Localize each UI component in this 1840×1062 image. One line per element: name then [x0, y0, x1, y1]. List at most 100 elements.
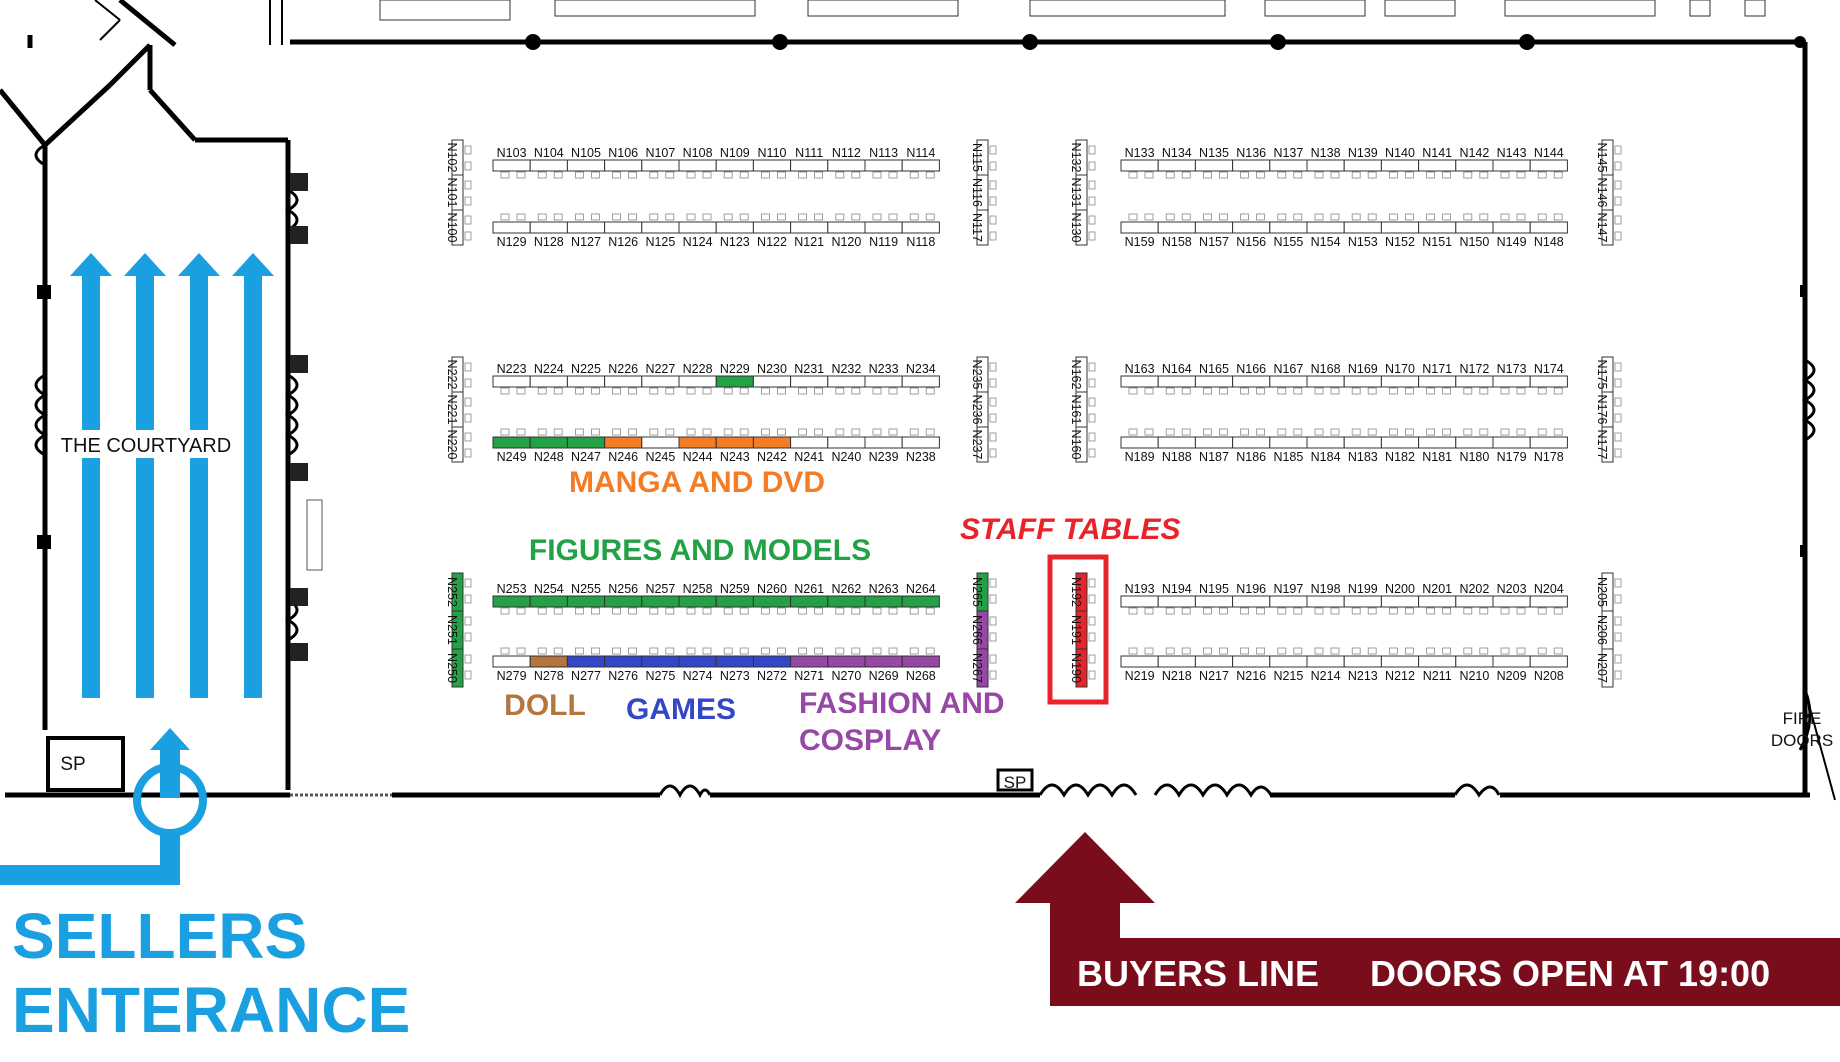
booth-table[interactable] — [752, 159, 792, 172]
booth-table[interactable] — [827, 375, 866, 388]
booth-table[interactable] — [1418, 436, 1457, 449]
booth-table[interactable] — [1075, 426, 1088, 463]
booth-table[interactable] — [1157, 655, 1196, 668]
booth-table[interactable] — [1232, 159, 1271, 172]
booth-table[interactable] — [1492, 159, 1531, 172]
booth-table[interactable] — [790, 436, 829, 449]
booth-table[interactable] — [1455, 221, 1494, 234]
booth-table[interactable] — [715, 595, 754, 608]
booth-table[interactable] — [1306, 159, 1345, 172]
booth-table[interactable] — [752, 221, 792, 234]
booth-table[interactable] — [1529, 655, 1568, 668]
booth-table[interactable] — [1269, 375, 1308, 388]
booth-table[interactable] — [1232, 655, 1271, 668]
booth-table[interactable] — [566, 159, 606, 172]
booth-table[interactable] — [790, 221, 829, 234]
booth-table[interactable] — [1492, 655, 1531, 668]
booth-table[interactable] — [604, 221, 643, 234]
booth-table[interactable] — [1455, 159, 1494, 172]
booth-table[interactable] — [901, 221, 940, 234]
booth-table[interactable] — [1455, 655, 1494, 668]
booth-table[interactable] — [529, 655, 568, 668]
booth-table[interactable] — [529, 436, 568, 449]
booth-table[interactable] — [1380, 159, 1420, 172]
booth-table[interactable] — [1418, 375, 1457, 388]
booth-table[interactable] — [451, 426, 464, 463]
booth-table[interactable] — [715, 375, 754, 388]
booth-table[interactable] — [1120, 375, 1159, 388]
booth-table[interactable] — [1380, 655, 1420, 668]
booth-table[interactable] — [1418, 221, 1457, 234]
booth-table[interactable] — [827, 595, 866, 608]
booth-table[interactable] — [1194, 436, 1234, 449]
booth-table[interactable] — [752, 375, 792, 388]
booth-table[interactable] — [1380, 595, 1420, 608]
booth-table[interactable] — [604, 375, 643, 388]
booth-table[interactable] — [566, 375, 606, 388]
booth-table[interactable] — [827, 655, 866, 668]
booth-table[interactable] — [1120, 655, 1159, 668]
booth-table[interactable] — [1492, 221, 1531, 234]
booth-table[interactable] — [1306, 436, 1345, 449]
booth-table[interactable] — [864, 221, 903, 234]
booth-table[interactable] — [864, 159, 903, 172]
booth-table[interactable] — [1194, 375, 1234, 388]
booth-table[interactable] — [1306, 221, 1345, 234]
booth-table[interactable] — [529, 375, 568, 388]
booth-table[interactable] — [1232, 375, 1271, 388]
booth-table[interactable] — [641, 375, 680, 388]
booth-table[interactable] — [1306, 655, 1345, 668]
booth-table[interactable] — [1529, 221, 1568, 234]
booth-table[interactable] — [678, 655, 717, 668]
booth-table[interactable] — [1194, 595, 1234, 608]
booth-table[interactable] — [1601, 426, 1614, 463]
booth-table[interactable] — [604, 655, 643, 668]
booth-table[interactable] — [1343, 436, 1382, 449]
booth-table[interactable] — [492, 655, 531, 668]
booth-table[interactable] — [1380, 375, 1420, 388]
booth-table[interactable] — [901, 375, 940, 388]
booth-table[interactable] — [566, 436, 606, 449]
booth-table[interactable] — [451, 209, 464, 246]
booth-table[interactable] — [1455, 595, 1494, 608]
booth-table[interactable] — [1120, 159, 1159, 172]
booth-table[interactable] — [976, 209, 989, 246]
booth-table[interactable] — [641, 595, 680, 608]
booth-table[interactable] — [678, 595, 717, 608]
booth-table[interactable] — [1269, 159, 1308, 172]
booth-table[interactable] — [1601, 648, 1614, 688]
booth-table[interactable] — [1306, 375, 1345, 388]
booth-table[interactable] — [1380, 221, 1420, 234]
booth-table[interactable] — [1455, 375, 1494, 388]
booth-table[interactable] — [1306, 595, 1345, 608]
booth-table[interactable] — [604, 159, 643, 172]
booth-table[interactable] — [1269, 436, 1308, 449]
booth-table[interactable] — [864, 655, 903, 668]
booth-table[interactable] — [1194, 159, 1234, 172]
booth-table[interactable] — [1418, 159, 1457, 172]
booth-table[interactable] — [1601, 209, 1614, 246]
booth-table[interactable] — [451, 648, 464, 688]
booth-table[interactable] — [715, 221, 754, 234]
booth-table[interactable] — [1232, 221, 1271, 234]
booth-table[interactable] — [752, 436, 792, 449]
booth-table[interactable] — [1232, 595, 1271, 608]
booth-table[interactable] — [492, 436, 531, 449]
booth-table[interactable] — [529, 159, 568, 172]
booth-table[interactable] — [790, 655, 829, 668]
booth-table[interactable] — [678, 159, 717, 172]
booth-table[interactable] — [678, 375, 717, 388]
booth-table[interactable] — [1343, 595, 1382, 608]
booth-table[interactable] — [1232, 436, 1271, 449]
booth-table[interactable] — [752, 655, 792, 668]
booth-table[interactable] — [604, 436, 643, 449]
booth-table[interactable] — [827, 221, 866, 234]
booth-table[interactable] — [1418, 595, 1457, 608]
booth-table[interactable] — [604, 595, 643, 608]
booth-table[interactable] — [1157, 375, 1196, 388]
booth-table[interactable] — [790, 159, 829, 172]
booth-table[interactable] — [901, 655, 940, 668]
booth-table[interactable] — [790, 595, 829, 608]
booth-table[interactable] — [1075, 209, 1088, 246]
booth-table[interactable] — [1157, 595, 1196, 608]
